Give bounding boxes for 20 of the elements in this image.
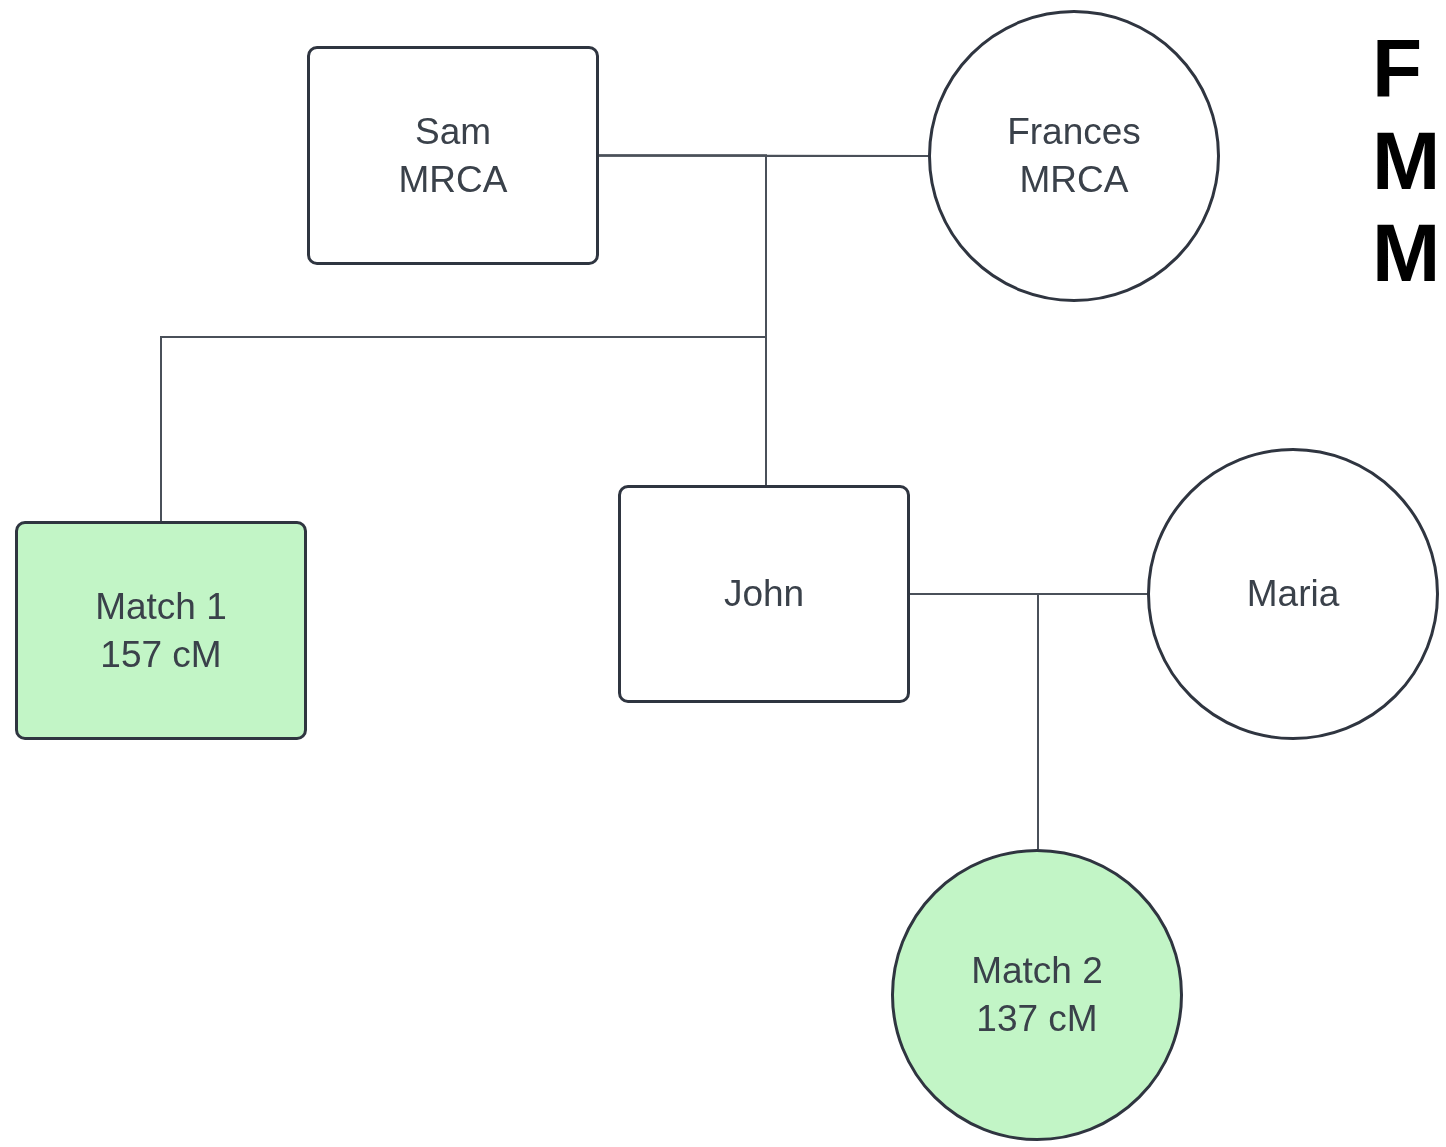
match-circle [891,849,1183,1141]
match-box [15,521,307,740]
node-label: Sam [414,109,492,154]
heading-letter: M [1372,212,1441,294]
connector-line [1037,593,1148,850]
node-label: MRCA [1019,158,1129,202]
heading-letter: F [1372,28,1423,110]
person-circle [1147,448,1439,740]
node-label: 137 cM [976,997,1098,1041]
node-label: 157 cM [100,632,222,677]
node-label: MRCA [398,157,508,202]
node-label: Frances [1007,110,1141,154]
person-circle [928,10,1220,302]
node-label: Match 2 [971,949,1103,993]
node-label: John [723,572,805,616]
person-box [618,485,910,703]
node-label: Maria [1246,572,1340,616]
node-label: Match 1 [95,584,227,629]
person-box [307,46,599,265]
heading-letter: M [1372,120,1441,202]
